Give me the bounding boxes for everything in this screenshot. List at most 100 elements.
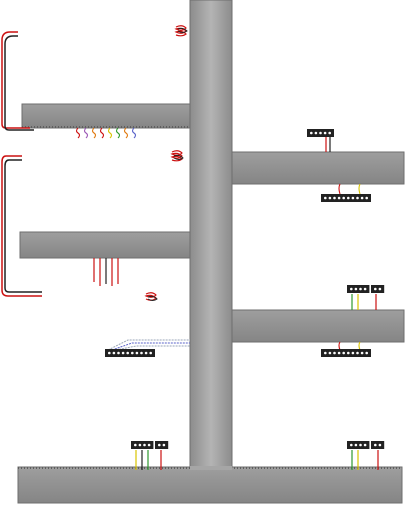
connector-pin bbox=[149, 351, 152, 355]
connector-pin bbox=[360, 196, 364, 200]
wire-icon bbox=[111, 342, 190, 351]
connector-pin bbox=[134, 443, 137, 447]
connector-pin bbox=[310, 131, 313, 135]
connector-pin bbox=[140, 351, 143, 355]
connector-pin bbox=[117, 351, 120, 355]
wire-icon bbox=[358, 341, 361, 351]
left-upper-shelf bbox=[21, 103, 191, 129]
connector-body bbox=[321, 194, 371, 202]
wire-icon bbox=[107, 339, 190, 351]
left-loop-cable-red-lower bbox=[1, 155, 42, 297]
connector-pin bbox=[108, 351, 111, 355]
left-loop-cable-black-lower bbox=[4, 159, 42, 293]
terminal-block-icon bbox=[131, 441, 154, 449]
connector-pin bbox=[328, 196, 332, 200]
connector-pin bbox=[342, 351, 346, 355]
left-lower-shelf bbox=[19, 231, 191, 259]
wire-icon bbox=[338, 341, 341, 351]
connector-body bbox=[321, 349, 371, 357]
connector-pin bbox=[131, 351, 134, 355]
connector-pin bbox=[354, 287, 358, 291]
connector-pin bbox=[374, 287, 377, 291]
connector-pin bbox=[121, 351, 125, 355]
connector-pin bbox=[363, 443, 367, 447]
connector-pin bbox=[333, 351, 336, 355]
connector-pin bbox=[347, 196, 350, 200]
connector-pin bbox=[328, 131, 332, 135]
wire-coil-icon-lower bbox=[144, 292, 157, 301]
wire-icon bbox=[123, 127, 129, 139]
connector-pin bbox=[162, 443, 166, 447]
right-lower-shelf bbox=[231, 309, 405, 343]
wire-icon bbox=[99, 127, 105, 139]
connector-pin bbox=[374, 443, 377, 447]
connector-pin bbox=[143, 443, 146, 447]
left-upper-shelf-wire-bundle bbox=[75, 127, 137, 139]
connector-pin bbox=[350, 443, 353, 447]
connector-pin bbox=[351, 196, 355, 200]
connector-body bbox=[105, 349, 155, 357]
connector-body bbox=[347, 285, 370, 293]
connector-pin bbox=[365, 351, 369, 355]
connector-pin bbox=[359, 287, 362, 291]
wire-coil-icon-top-dark bbox=[177, 27, 188, 33]
connector-pin bbox=[356, 351, 359, 355]
left-loop-cable-red-upper bbox=[1, 31, 30, 129]
terminal-block-icon bbox=[321, 194, 371, 202]
connector-pin bbox=[324, 196, 327, 200]
connector-pin bbox=[363, 287, 367, 291]
wire-icon bbox=[83, 127, 89, 139]
connector-pin bbox=[342, 196, 346, 200]
left-diagonal-wire-bundle bbox=[107, 339, 190, 351]
connector-pin bbox=[347, 351, 350, 355]
wire-coil-icon-lower-dark bbox=[147, 295, 158, 301]
connector-pin bbox=[319, 131, 322, 135]
terminal-block-icon bbox=[371, 285, 385, 293]
connector-body bbox=[155, 441, 169, 449]
connectors-group bbox=[105, 129, 385, 449]
terminal-block-icon bbox=[155, 441, 169, 449]
connector-body bbox=[371, 285, 385, 293]
connector-pin bbox=[324, 351, 327, 355]
terminal-block-icon bbox=[321, 349, 371, 357]
terminal-block-icon bbox=[371, 441, 385, 449]
connector-body bbox=[131, 441, 154, 449]
connector-pin bbox=[333, 196, 336, 200]
connector-pin bbox=[350, 287, 353, 291]
connector-pin bbox=[126, 351, 129, 355]
connector-pin bbox=[359, 443, 362, 447]
right-upper-shelf bbox=[231, 151, 405, 185]
terminal-block-icon bbox=[347, 441, 370, 449]
connector-pin bbox=[147, 443, 151, 447]
connector-pin bbox=[314, 131, 318, 135]
wire-coil-icon-middle-dark bbox=[173, 154, 184, 160]
connector-pin bbox=[378, 443, 382, 447]
wire-icon bbox=[338, 183, 341, 195]
wire-icon bbox=[115, 345, 190, 351]
connector-pin bbox=[337, 351, 341, 355]
connector-body bbox=[371, 441, 385, 449]
connector-pin bbox=[356, 196, 359, 200]
terminal-block-icon bbox=[105, 349, 155, 357]
base-plate bbox=[17, 466, 403, 504]
central-column bbox=[189, 0, 233, 471]
connector-pin bbox=[144, 351, 148, 355]
wire-icon bbox=[358, 183, 361, 195]
wire-coil-icon-top bbox=[174, 25, 187, 37]
connector-pin bbox=[360, 351, 364, 355]
connector-pin bbox=[328, 351, 332, 355]
connector-pin bbox=[354, 443, 358, 447]
terminal-block-icon bbox=[347, 285, 370, 293]
base-stem bbox=[190, 466, 232, 470]
connector-pin bbox=[323, 131, 327, 135]
wire-icon bbox=[115, 127, 121, 139]
connector-body bbox=[347, 441, 370, 449]
left-loop-cable-black-upper bbox=[4, 35, 34, 131]
connector-pin bbox=[351, 351, 355, 355]
wire-icon bbox=[107, 127, 113, 139]
connector-pin bbox=[337, 196, 341, 200]
wire-icon bbox=[75, 127, 81, 139]
wire-icon bbox=[91, 127, 97, 139]
